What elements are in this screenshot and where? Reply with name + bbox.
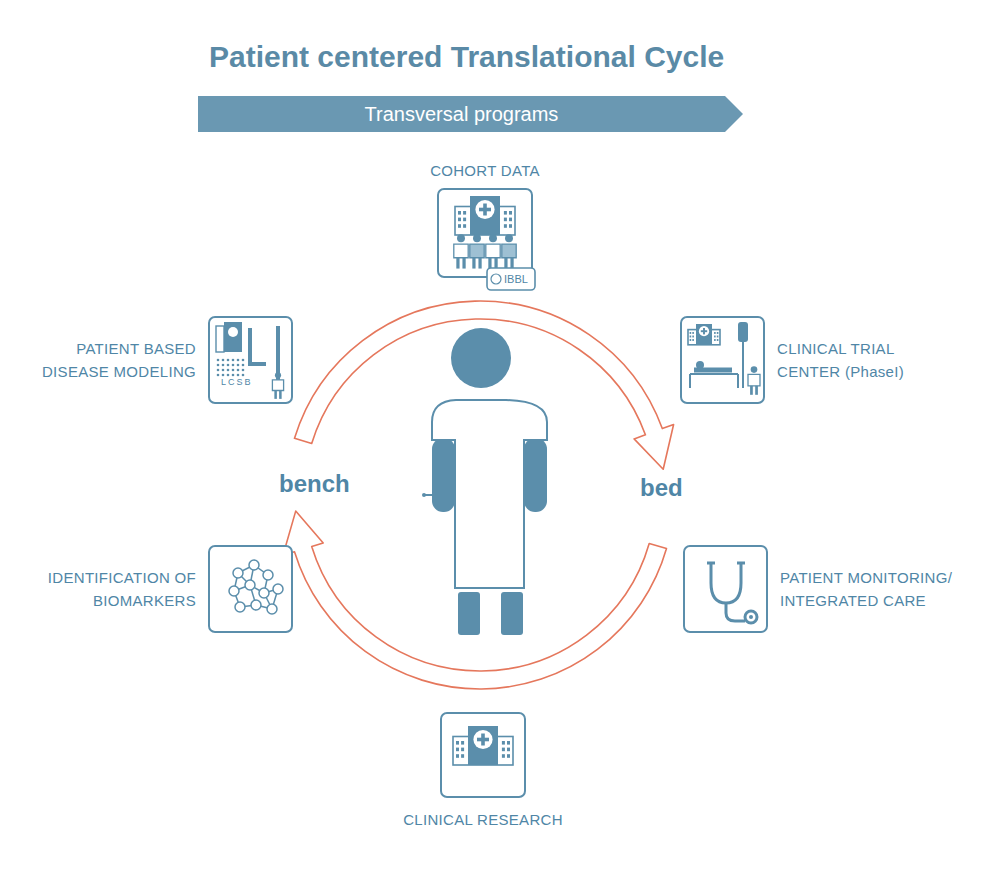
icon-graphic	[680, 316, 765, 404]
node-label: CLINICAL TRIAL CENTER (PhaseI)	[777, 337, 947, 383]
icon-box: CLINICAL RESEARCH	[440, 712, 526, 798]
logo-text: LCSB	[221, 377, 253, 388]
cycle-label: bed	[640, 474, 683, 503]
icon-box: PATIENT MONITORING/ INTEGRATED CARE	[683, 545, 768, 633]
icon-box: COHORT DATA	[437, 188, 533, 278]
banner-arrow: Transversal programs	[198, 96, 743, 132]
banner-text: Transversal programs	[198, 96, 743, 132]
icon-box: CLINICAL TRIAL CENTER (PhaseI)	[680, 316, 765, 404]
icon-graphic	[437, 188, 533, 278]
icon-graphic	[440, 712, 526, 798]
node-label: PATIENT MONITORING/ INTEGRATED CARE	[780, 566, 985, 612]
node-label: IDENTIFICATION OF BIOMARKERS	[26, 566, 196, 612]
node-label: PATIENT BASED DISEASE MODELING	[26, 337, 196, 383]
icon-graphic	[208, 545, 293, 633]
icon-graphic	[208, 316, 293, 404]
node-label: CLINICAL RESEARCH	[363, 808, 603, 831]
icon-box: PATIENT BASED DISEASE MODELING	[208, 316, 293, 404]
icon-box: IDENTIFICATION OF BIOMARKERS	[208, 545, 293, 633]
icon-graphic	[683, 545, 768, 633]
patient-figure	[422, 328, 547, 635]
diagram-title: Patient centered Translational Cycle	[209, 40, 724, 74]
cycle-label: bench	[279, 470, 350, 499]
node-label: COHORT DATA	[385, 159, 585, 182]
badge-text: IBBL	[504, 273, 528, 286]
